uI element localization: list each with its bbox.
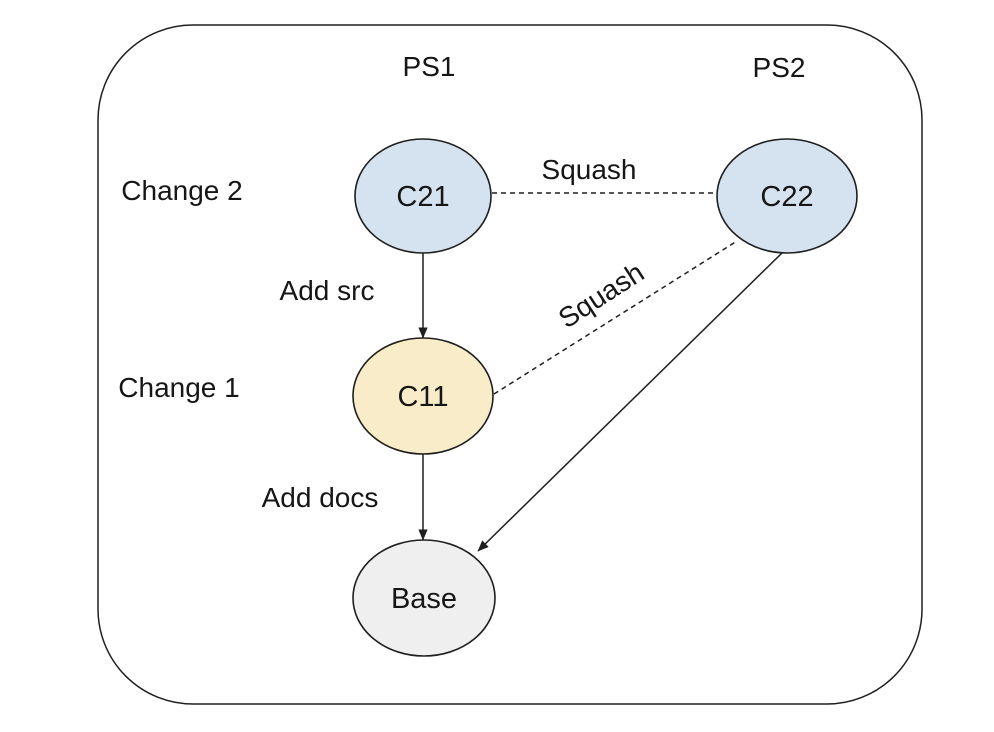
edge-label-squash-diagonal: Squash — [553, 256, 650, 334]
node-c22: C22 — [716, 138, 858, 254]
edge-label-add-docs: Add docs — [262, 482, 379, 513]
node-base-ellipse — [352, 539, 496, 657]
node-c11-label: C11 — [397, 381, 448, 413]
node-c11-ellipse — [352, 337, 494, 455]
node-c22-ellipse — [716, 138, 858, 254]
boundary-box — [97, 24, 923, 705]
column-label-ps2: PS2 — [753, 52, 806, 83]
row-label-change-1: Change 1 — [118, 372, 239, 403]
column-label-ps1: PS1 — [403, 51, 456, 82]
node-c21-ellipse — [354, 138, 492, 254]
node-c21: C21 — [354, 138, 492, 254]
node-base-label: Base — [391, 583, 457, 615]
node-c11: C11 — [352, 337, 494, 455]
row-label-change-2: Change 2 — [121, 175, 242, 206]
node-c21-label: C21 — [396, 181, 449, 213]
edge-label-squash-horizontal: Squash — [542, 154, 637, 185]
edge-label-add-src: Add src — [280, 275, 375, 306]
node-base: Base — [352, 539, 496, 657]
edge-squash-c22-c11 — [493, 240, 738, 395]
edge-c22-to-base — [477, 251, 784, 552]
node-c22-label: C22 — [760, 181, 813, 213]
